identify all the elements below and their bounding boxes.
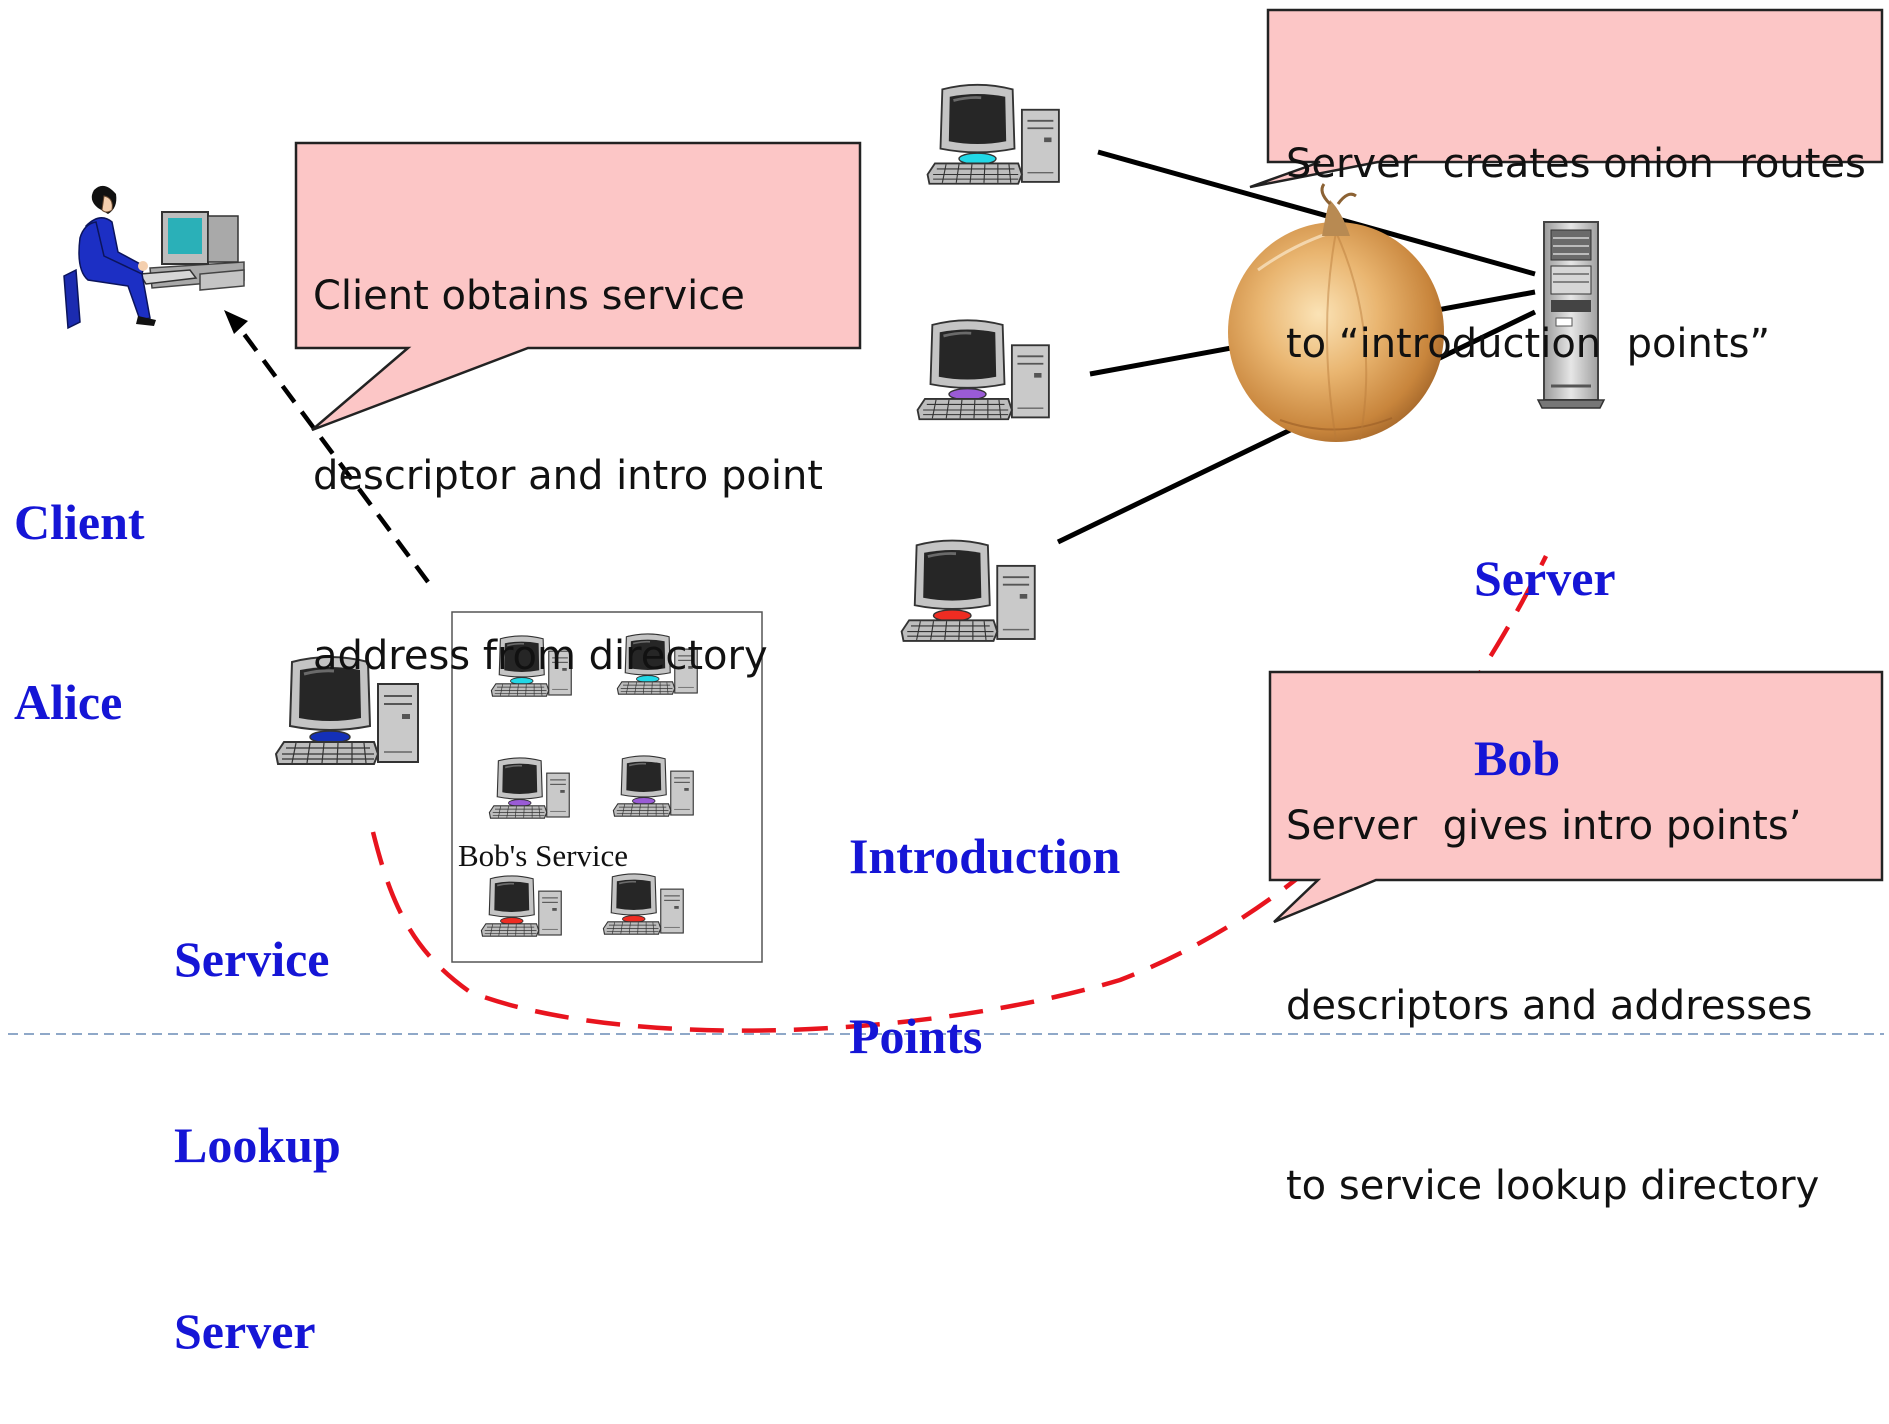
server-label-line-2: Bob	[1474, 730, 1561, 786]
lookup-label-line-1: Service	[174, 931, 330, 987]
callout-server-creates-line-2: to “introduction points”	[1286, 321, 1771, 367]
server-label-line-1: Server	[1474, 550, 1616, 606]
service-lookup-server-label: Service Lookup Server	[174, 804, 341, 1424]
callout-server-gives-line-2: descriptors and addresses	[1286, 983, 1813, 1029]
callout-server-creates-text: Server creates onion routes to “introduc…	[1286, 14, 1866, 434]
diagram-canvas	[8, 8, 1884, 1035]
callout-server-gives-bubble	[1268, 670, 1884, 924]
onion-icon	[1228, 183, 1444, 442]
callout-server-gives-line-3: to service lookup directory	[1286, 1163, 1820, 1209]
callout-server-gives-line-1: Server gives intro points’	[1286, 803, 1802, 849]
lookup-label-line-3: Server	[174, 1303, 316, 1359]
callout-client-obtains-text: Client obtains service descriptor and in…	[313, 146, 823, 746]
lookup-label-line-2: Lookup	[174, 1117, 341, 1173]
intro-point-computer-middle	[916, 318, 1051, 421]
intro-label-line-1: Introduction	[849, 828, 1121, 884]
callout-server-gives-text: Server gives intro points’ descriptors a…	[1286, 676, 1819, 1276]
intro-label-line-2: Points	[849, 1008, 983, 1064]
client-label-line-1: Client	[14, 494, 145, 550]
callout-client-obtains-line-3: address from directory	[313, 633, 768, 679]
arrowhead-icon	[224, 310, 248, 334]
callout-server-creates-bubble	[1249, 8, 1884, 189]
person-at-computer-icon	[63, 185, 245, 330]
callout-client-obtains-bubble	[294, 141, 862, 432]
server-rack-icon	[1536, 221, 1606, 409]
client-label-line-2: Alice	[14, 674, 123, 730]
client-alice-label: Client Alice	[14, 372, 145, 792]
server-bob-label: Server Bob	[1474, 428, 1616, 848]
intro-point-computer-top	[926, 83, 1061, 186]
bobs-service-caption: Bob's Service	[458, 838, 629, 873]
introduction-points-label: Introduction Points	[849, 706, 1120, 1126]
lookup-to-client-arrow	[242, 332, 430, 584]
callout-client-obtains-line-2: descriptor and intro point	[313, 453, 823, 499]
callout-client-obtains-line-1: Client obtains service	[313, 273, 745, 319]
publish-arc-connector	[370, 555, 1549, 1033]
intro-point-computer-bottom	[900, 538, 1037, 643]
callout-server-creates-line-1: Server creates onion routes	[1286, 141, 1866, 187]
